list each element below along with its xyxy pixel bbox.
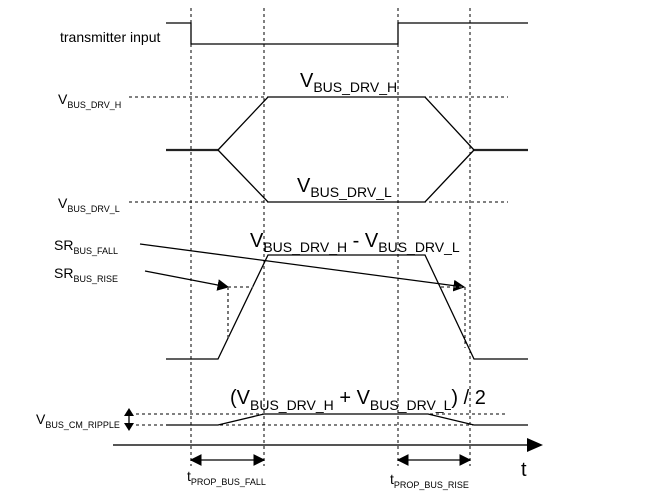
cm-ripple-down-arrow-icon bbox=[124, 423, 134, 431]
t-prop-bus-fall-label: tPROP_BUS_FALL bbox=[187, 468, 266, 487]
vbus-drv-h-label: VBUS_DRV_H bbox=[58, 91, 121, 110]
sr-bus-fall-label: SRBUS_FALL bbox=[54, 237, 118, 256]
cm-ripple-up-arrow-icon bbox=[124, 408, 134, 416]
vbus-drv-l-annotation: VBUS_DRV_L bbox=[297, 175, 392, 200]
sr-bus-rise-arrow bbox=[144, 270, 230, 291]
common-mode-waveform bbox=[166, 413, 528, 426]
vbus-drv-l-label: VBUS_DRV_L bbox=[58, 195, 120, 214]
t-prop-bus-rise-label: tPROP_BUS_RISE bbox=[390, 471, 469, 490]
differential-voltage-annotation: VBUS_DRV_H - VBUS_DRV_L bbox=[250, 230, 460, 255]
time-axis-label: t bbox=[521, 459, 527, 481]
bus-high-waveform bbox=[217, 96, 475, 151]
transmitter-input-waveform bbox=[166, 22, 528, 45]
differential-waveform bbox=[166, 254, 528, 360]
bus-low-waveform bbox=[217, 149, 475, 203]
common-mode-annotation: (VBUS_DRV_H + VBUS_DRV_L) / 2 bbox=[230, 387, 486, 413]
sr-bus-rise-label: SRBUS_RISE bbox=[54, 265, 118, 284]
sr-bus-fall-arrow bbox=[139, 243, 466, 292]
transmitter-input-label: transmitter input bbox=[60, 29, 160, 45]
vbus-drv-h-annotation: VBUS_DRV_H bbox=[300, 70, 397, 95]
time-axis-arrow-icon bbox=[527, 438, 543, 452]
vbus-cm-ripple-label: VBUS_CM_RIPPLE bbox=[36, 411, 120, 430]
